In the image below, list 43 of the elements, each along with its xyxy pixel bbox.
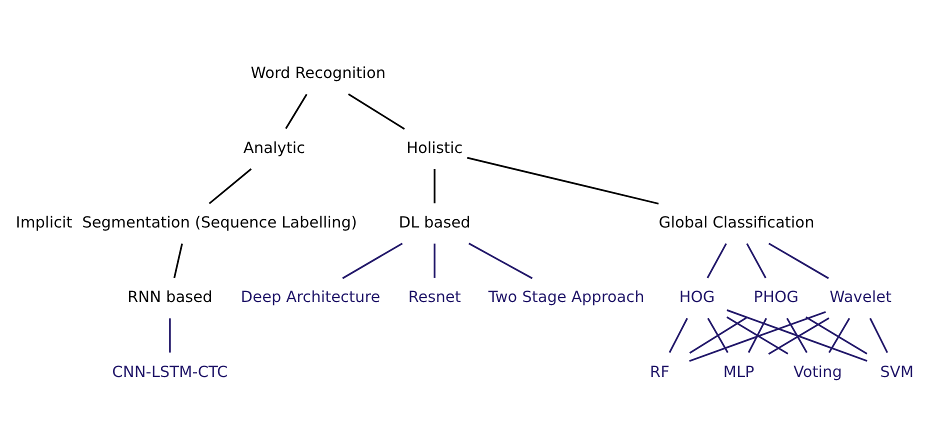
connector [468,242,533,279]
connector [689,310,826,362]
connector [689,316,747,354]
connector [746,242,766,278]
node-text: PHOG [754,288,798,306]
node-text: MLP [723,362,754,380]
node-text: Deep Architecture [240,288,380,306]
connector [434,243,436,278]
connector [726,308,868,362]
node-text: Analytic [243,138,306,156]
node-text: RNN based [127,288,212,306]
node-text: CNN-LSTM-CTC [112,362,228,380]
node-text: Implicit Segmentation (Sequence Labelling) [16,213,358,232]
connector [768,242,829,279]
node-text: Wavelet [830,288,892,306]
node-text: Global Classification [658,213,814,232]
node-text: DL based [398,213,470,232]
connector [285,93,308,129]
connector [173,242,183,278]
node-text: Holistic [406,138,463,156]
connector [707,317,728,353]
connector [169,318,171,352]
connector [434,168,436,203]
connector [806,316,868,354]
connector [869,317,888,352]
node-text: SVM [880,362,914,380]
connector [208,168,252,204]
connector [748,317,768,352]
connector [342,242,403,279]
node-text: Voting [794,362,842,380]
connector [786,317,808,353]
connector [466,156,659,204]
node-text: HOG [679,288,715,306]
connector [706,242,727,278]
connector [668,317,688,352]
connector [828,317,850,353]
node-text: RF [650,362,670,380]
connector [726,316,788,354]
node-text: Two Stage Approach [488,288,644,306]
node-text: Resnet [408,288,461,306]
node-text: Word Recognition [250,64,386,82]
connector [348,92,405,130]
connector [768,316,830,354]
